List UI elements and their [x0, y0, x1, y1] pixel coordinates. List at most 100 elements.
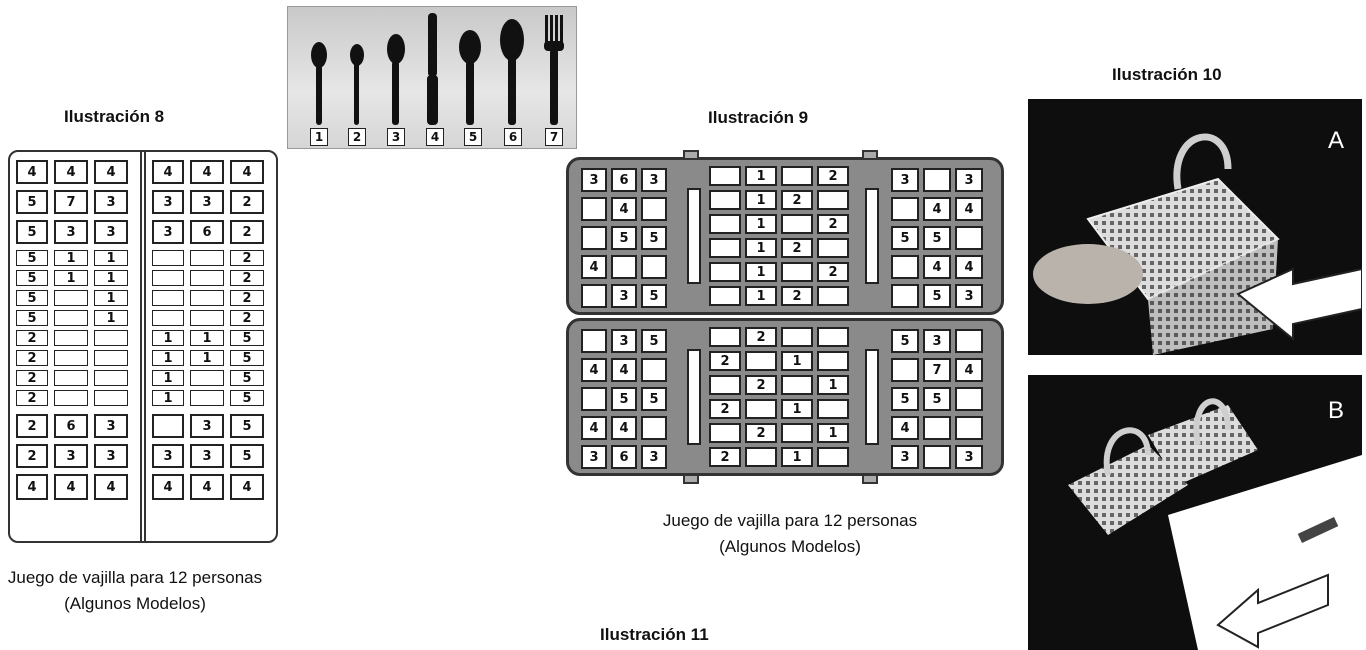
- basket-slot: 3: [581, 168, 607, 192]
- basket-slot: 7: [923, 358, 951, 382]
- basket-slot: 5: [923, 226, 951, 250]
- basket-slot: [641, 197, 667, 221]
- basket-slot: 5: [16, 290, 48, 306]
- basket-slot: 3: [891, 445, 919, 469]
- basket-slot: [54, 370, 88, 386]
- basket-slot: [152, 290, 184, 306]
- basket-slot: 2: [745, 327, 777, 347]
- basket-slot: 4: [54, 474, 88, 500]
- basket-slot: 1: [94, 250, 128, 266]
- tray-long-slot: [865, 349, 879, 445]
- basket-slot: 2: [16, 390, 48, 406]
- basket-slot: [581, 284, 607, 308]
- basket-slot: [745, 447, 777, 467]
- basket-slot: 5: [611, 387, 637, 411]
- basket-slot: [641, 416, 667, 440]
- basket-slot: 1: [745, 238, 777, 258]
- basket-slot: [955, 416, 983, 440]
- basket-slot: 1: [190, 350, 224, 366]
- basket-slot: 5: [230, 330, 264, 346]
- basket-slot: 4: [611, 197, 637, 221]
- basket-slot: 3: [891, 168, 919, 192]
- photo-a-shapes: [1033, 133, 1362, 355]
- basket-slot: 3: [94, 444, 128, 468]
- basket-slot: 5: [16, 250, 48, 266]
- basket-slot: 2: [781, 286, 813, 306]
- basket-slot: [54, 350, 88, 366]
- tray-long-slot: [687, 349, 701, 445]
- photo-a-letter: A: [1327, 127, 1344, 154]
- utensil-7-tine-icon: [555, 15, 558, 43]
- basket-slot: 1: [94, 290, 128, 306]
- utensil-number-label: 7: [545, 128, 563, 146]
- basket-slot: [190, 390, 224, 406]
- basket-slot: 2: [16, 330, 48, 346]
- basket-slot: 1: [190, 330, 224, 346]
- basket-slot: [190, 290, 224, 306]
- basket-slot: 4: [230, 160, 264, 184]
- basket-slot: [190, 370, 224, 386]
- basket-slot: [781, 166, 813, 186]
- utensil-1-handle-icon: [316, 65, 322, 125]
- basket-slot: 4: [891, 416, 919, 440]
- illustration-11-title: Ilustración 11: [600, 625, 709, 644]
- basket-slot: 3: [641, 168, 667, 192]
- basket-slot: [955, 226, 983, 250]
- basket-slot: [94, 330, 128, 346]
- basket-slot: [817, 238, 849, 258]
- basket-slot: [641, 358, 667, 382]
- basket-slot: 3: [190, 444, 224, 468]
- photo-basket-b: B: [1028, 375, 1362, 650]
- basket-slot: 4: [955, 358, 983, 382]
- basket-slot: 6: [190, 220, 224, 244]
- basket-slot: 2: [230, 250, 264, 266]
- basket-slot: [611, 255, 637, 279]
- basket-a-side-icon: [1148, 239, 1278, 355]
- basket-slot: [709, 214, 741, 234]
- caption-line-1: Juego de vajilla para 12 personas: [7, 568, 263, 587]
- basket-slot: 1: [781, 399, 813, 419]
- basket-slot: 1: [745, 190, 777, 210]
- basket-slot: 1: [152, 370, 184, 386]
- basket-slot: 3: [955, 445, 983, 469]
- utensil-5-handle-icon: [466, 61, 474, 125]
- utensil-6-handle-icon: [508, 57, 516, 125]
- utensil-silhouettes: [311, 13, 564, 125]
- basket-slot: [709, 190, 741, 210]
- basket-slot: [817, 399, 849, 419]
- utensil-number-label: 5: [464, 128, 482, 146]
- illustration-9-caption: Juego de vajilla para 12 personas (Algun…: [620, 508, 960, 560]
- basket-slot: [94, 350, 128, 366]
- utensil-2-head-icon: [350, 44, 364, 66]
- basket-slot: 2: [817, 214, 849, 234]
- basket-slot: 4: [923, 197, 951, 221]
- basket-slot: 1: [745, 286, 777, 306]
- basket-slot: 1: [745, 214, 777, 234]
- photo-b-letter: B: [1327, 397, 1344, 424]
- basket-slot: 2: [745, 375, 777, 395]
- basket-slot: 4: [611, 358, 637, 382]
- basket-slot: 5: [230, 370, 264, 386]
- utensil-6-head-icon: [500, 19, 524, 61]
- basket-slot: 5: [16, 270, 48, 286]
- basket-slot: 1: [745, 262, 777, 282]
- basket-slot: 5: [16, 220, 48, 244]
- basket-slot: 1: [94, 310, 128, 326]
- basket-slot: 4: [152, 474, 184, 500]
- photo-basket-a: A: [1028, 99, 1362, 355]
- basket-slot: 4: [190, 160, 224, 184]
- tray-clip: [683, 474, 699, 484]
- basket-slot: 3: [190, 190, 224, 214]
- utensil-number-label: 3: [387, 128, 405, 146]
- basket-slot: 5: [641, 387, 667, 411]
- utensil-1-head-icon: [311, 42, 327, 68]
- basket-slot: 2: [16, 350, 48, 366]
- illustration-9-title: Ilustración 9: [708, 108, 809, 127]
- basket-slot: 1: [781, 351, 813, 371]
- utensil-2-handle-icon: [354, 63, 359, 125]
- handle-a-icon: [1173, 133, 1232, 190]
